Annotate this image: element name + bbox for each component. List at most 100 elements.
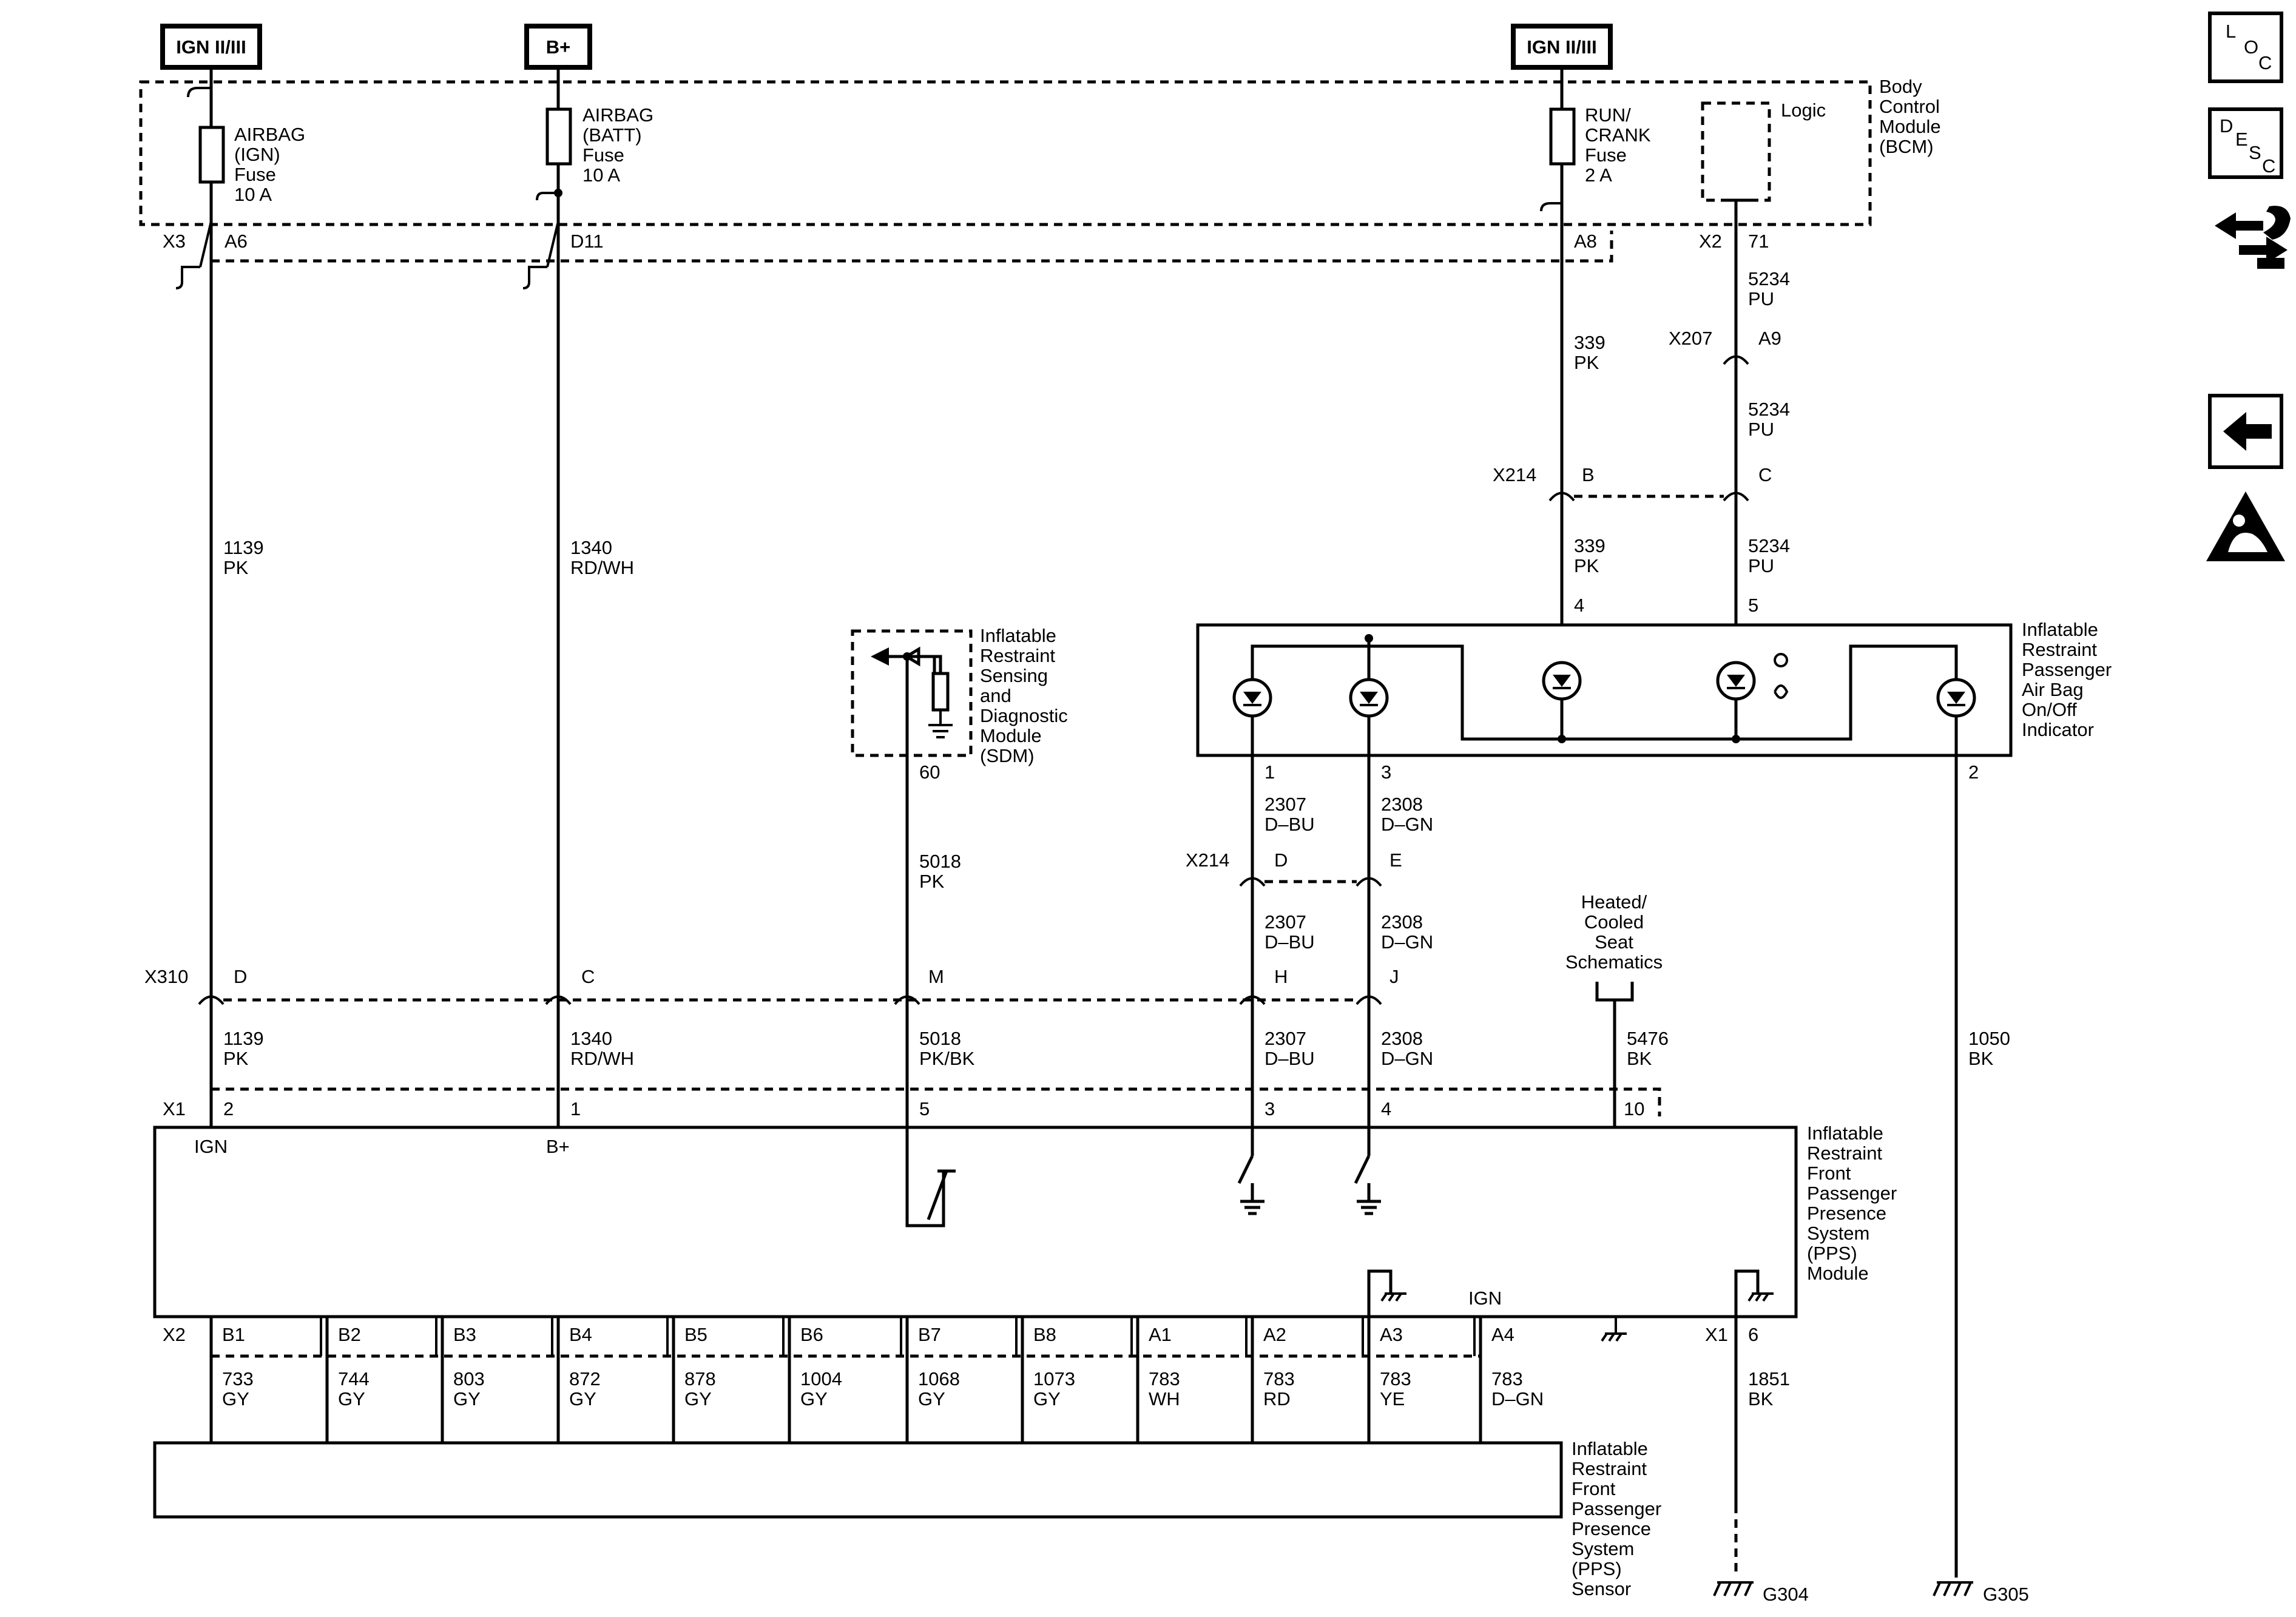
bottom-pin-label: A3	[1380, 1324, 1403, 1345]
x1-pin-2-label: 2	[223, 1098, 234, 1119]
desc-button[interactable]: D E S C	[2208, 107, 2283, 179]
wire-5476	[1595, 982, 1634, 1129]
conn-x1-dash	[211, 1087, 1661, 1116]
bottom-pin-label: B8	[1033, 1324, 1056, 1345]
bottom-pin-label: B1	[222, 1324, 245, 1345]
pps-switch-4	[1354, 1129, 1381, 1215]
conn-x310-label: X310	[144, 966, 188, 987]
conn-x207-label: X207	[1669, 328, 1712, 349]
sdm-resistor-lead	[907, 655, 942, 673]
x1-pin-1-label: 1	[570, 1098, 581, 1119]
pin-d-label: D	[1274, 849, 1288, 871]
fuse-2-hook	[536, 192, 558, 201]
x1-pin-4-label: 4	[1381, 1098, 1391, 1119]
pps-module-bplus-label: B+	[546, 1136, 570, 1157]
pin-5-label: 5	[1748, 595, 1758, 616]
loc-letter-3: C	[2258, 52, 2272, 73]
pps-ground-6	[1734, 1269, 1760, 1317]
x310-pin-j-label: J	[1389, 966, 1399, 987]
indicator-internal-bus	[1251, 644, 1958, 758]
airbag-warning-icon[interactable]	[2206, 491, 2285, 561]
pin-2-label: 2	[1968, 761, 1979, 783]
pin-71-label: 71	[1748, 231, 1769, 252]
x1-pin-10-label: 10	[1624, 1098, 1644, 1119]
ground-dash-leads	[1734, 1505, 1958, 1578]
pin-d11-label: D11	[570, 231, 604, 252]
pps-module-ign2-label: IGN	[1468, 1288, 1502, 1309]
conn-x3-label: X3	[163, 231, 186, 252]
conn-x214-symbols-b	[1239, 877, 1382, 887]
ground-g304-label: G304	[1763, 1584, 1809, 1605]
bottom-pin-label: B6	[800, 1324, 823, 1345]
indicator-node	[1365, 634, 1373, 643]
bcm-logic-block	[1701, 101, 1771, 202]
connector-tool-icon[interactable]	[2215, 206, 2291, 269]
pin-1-label: 1	[1264, 761, 1275, 783]
pin-a8-label: A8	[1574, 231, 1597, 252]
x310-pin-c-label: C	[581, 966, 595, 987]
sdm-ground-icon	[928, 710, 953, 738]
fuse-3-symbol	[1549, 107, 1576, 166]
bottom-pin-label: B3	[453, 1324, 476, 1345]
x1-pin-3-label: 3	[1264, 1098, 1275, 1119]
back-arrow-button[interactable]	[2208, 394, 2283, 469]
desc-letter-1: D	[2220, 115, 2233, 137]
seatbelt-icon	[1774, 653, 1789, 699]
pin-3-label: 3	[1381, 761, 1391, 783]
sdm-wire	[874, 655, 909, 758]
bottom-pin-label: A2	[1263, 1324, 1286, 1345]
bcm-boundary	[139, 80, 1872, 226]
conn-x310-symbols	[198, 995, 1382, 1005]
conn-x2-label: X2	[1699, 231, 1722, 252]
fuse-1-hook	[187, 87, 211, 98]
conn-x1-label: X1	[163, 1098, 186, 1119]
pps-module-ign-label: IGN	[194, 1136, 228, 1157]
pin-c-label: C	[1758, 464, 1772, 485]
bottom-pin-label: B5	[684, 1324, 707, 1345]
bottom-pin-label: B4	[569, 1324, 592, 1345]
pps-ground-a3	[1367, 1269, 1393, 1317]
conn-x214-label-b: X214	[1186, 849, 1229, 871]
x310-pin-d-label: D	[234, 966, 247, 987]
desc-letter-3: S	[2249, 142, 2261, 163]
back-arrow-icon	[2223, 412, 2272, 451]
chassis-ground-icon-1	[1380, 1292, 1406, 1302]
pps-switch-5	[905, 1129, 956, 1227]
terminal-x3-a6	[175, 221, 212, 289]
wire-5234	[1721, 198, 1751, 631]
led-icons	[1232, 661, 1976, 718]
conn-x214-label-a: X214	[1493, 464, 1536, 485]
sdm-boundary	[851, 629, 973, 757]
loc-button[interactable]: L O C	[2208, 12, 2283, 83]
loc-letter-1: L	[2226, 21, 2236, 42]
airbag-indicator-box	[1196, 623, 2013, 757]
bottom-pin-label: A1	[1149, 1324, 1172, 1345]
bcm-connector-line	[211, 231, 1613, 263]
bcm-logic-label: Logic	[1781, 100, 1826, 121]
ground-g305-icon	[1933, 1581, 1973, 1596]
x310-pin-h-label: H	[1274, 966, 1288, 987]
chassis-ground-icon-2	[1747, 1292, 1774, 1302]
